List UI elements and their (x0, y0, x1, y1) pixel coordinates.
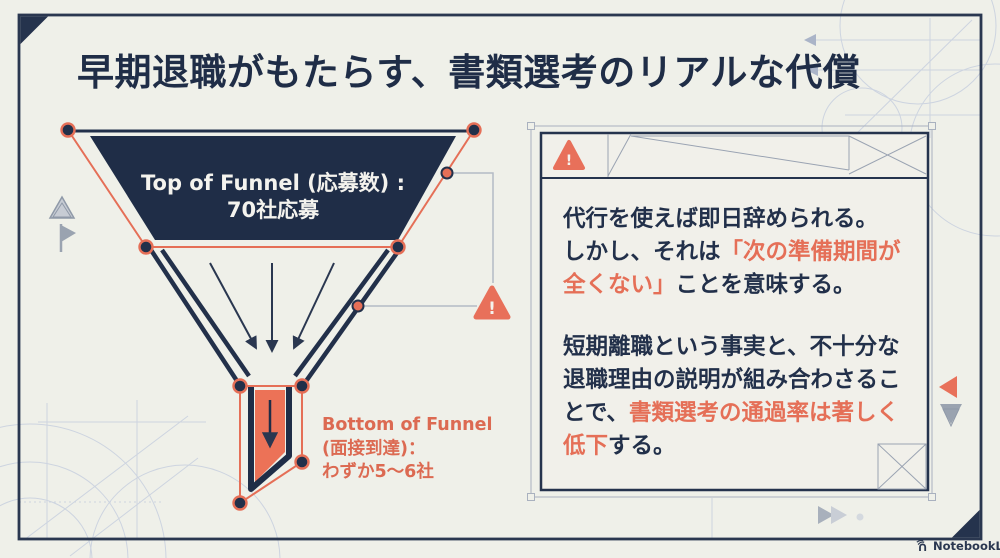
card-paragraph-1: 代行を使えば即日辞められる。しかし、それは「次の準備期間が全くない」ことを意味す… (563, 206, 901, 298)
frame-corner-bottom-right (952, 510, 980, 538)
fast-forward-icon (818, 506, 864, 524)
card-header-sketch (607, 133, 927, 177)
svg-text:!: ! (488, 299, 496, 319)
card-paragraph-2: 短期離職という事実と、不十分な退職理由の説明が組み合わさることで、書類選考の通過… (563, 334, 901, 459)
pointer-icons-right (939, 376, 962, 428)
card-body-text: 代行を使えば即日辞められる。しかし、それは「次の準備期間が全くない」ことを意味す… (563, 203, 907, 463)
funnel-bottom-stage-name: Bottom of Funnel (322, 415, 493, 435)
converge-arrows (209, 262, 335, 353)
funnel-neck-walls (149, 248, 401, 386)
brand-name: NotebookLM (933, 539, 1000, 553)
brand-footer: NotebookLM (916, 539, 1000, 553)
funnel-top-label: Top of Funnel (応募数) : 70社応募 (113, 170, 433, 224)
card-warning-icon: ! (553, 140, 585, 170)
triangle-down-icon (940, 404, 962, 424)
funnel-bottom-stage-sublabel: (面接到達)： (322, 438, 426, 459)
pointer-icons-left (48, 195, 76, 252)
warning-triangle-icon: ! (473, 285, 511, 320)
notebooklm-logo-icon (916, 540, 927, 551)
triangle-up-icon (48, 195, 76, 219)
frame-corner-top-left (20, 16, 48, 44)
cursor-flag-icon (59, 224, 76, 252)
funnel-bottom-stage (255, 390, 285, 482)
triangle-left-icon (939, 376, 957, 398)
funnel-top-stage-name: Top of Funnel (応募数) : (141, 171, 405, 195)
funnel-bottom-label: Bottom of Funnel (面接到達)： わずか5〜6社 (322, 414, 522, 485)
funnel-bottom-stage-value: わずか5〜6社 (322, 462, 434, 482)
svg-text:!: ! (566, 153, 572, 169)
funnel-top-stage-value: 70社応募 (226, 198, 320, 222)
page-title: 早期退職がもたらす、書類選考のリアルな代償 (77, 51, 861, 94)
funnel-spout-outline (248, 387, 292, 492)
sketch-lines-top-right (815, 0, 1000, 237)
